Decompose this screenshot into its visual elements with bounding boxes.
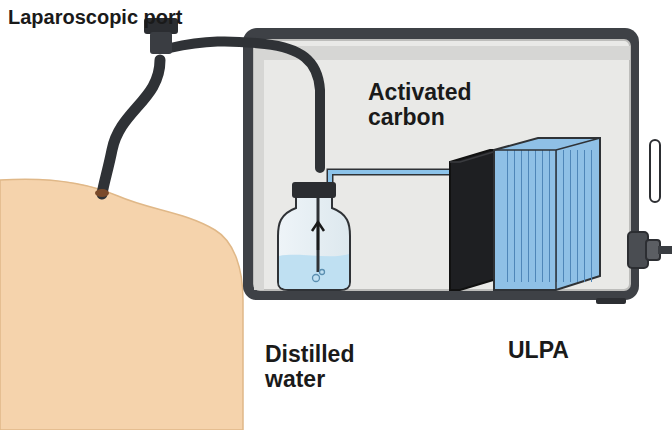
- ulpa-edge: [494, 138, 600, 290]
- incision: [95, 189, 109, 197]
- carbon-edge: [450, 150, 500, 162]
- housing: [243, 28, 639, 300]
- housing-foot: [596, 298, 626, 304]
- patient-body: [0, 179, 243, 430]
- power-cable: [658, 246, 672, 254]
- part-label: Distilled water: [265, 342, 385, 393]
- flow-arrow: [312, 222, 324, 250]
- part-label: ULPA: [508, 338, 628, 363]
- part-label: Activated carbon: [368, 80, 498, 131]
- bubble: [313, 275, 320, 282]
- tube-to-patient: [102, 60, 160, 194]
- activated-carbon-filter: [450, 150, 500, 290]
- tube-to-bottle: [170, 41, 320, 168]
- housing-panel: [254, 40, 630, 290]
- ulpa-pleats: [506, 150, 594, 282]
- housing-inner-shadow: [254, 46, 630, 290]
- bottle: [278, 196, 350, 290]
- bubble: [320, 270, 325, 275]
- part-label: Laparoscopic port: [8, 6, 268, 28]
- ulpa-filter: [494, 138, 600, 290]
- bottle-cap: [292, 182, 336, 198]
- port-body: [150, 32, 172, 54]
- outlet-tube: [330, 172, 452, 184]
- distilled-water-fill: [279, 254, 349, 289]
- connector-plug: [646, 240, 660, 260]
- side-slot: [650, 140, 660, 202]
- outlet-tube-outline: [330, 172, 452, 184]
